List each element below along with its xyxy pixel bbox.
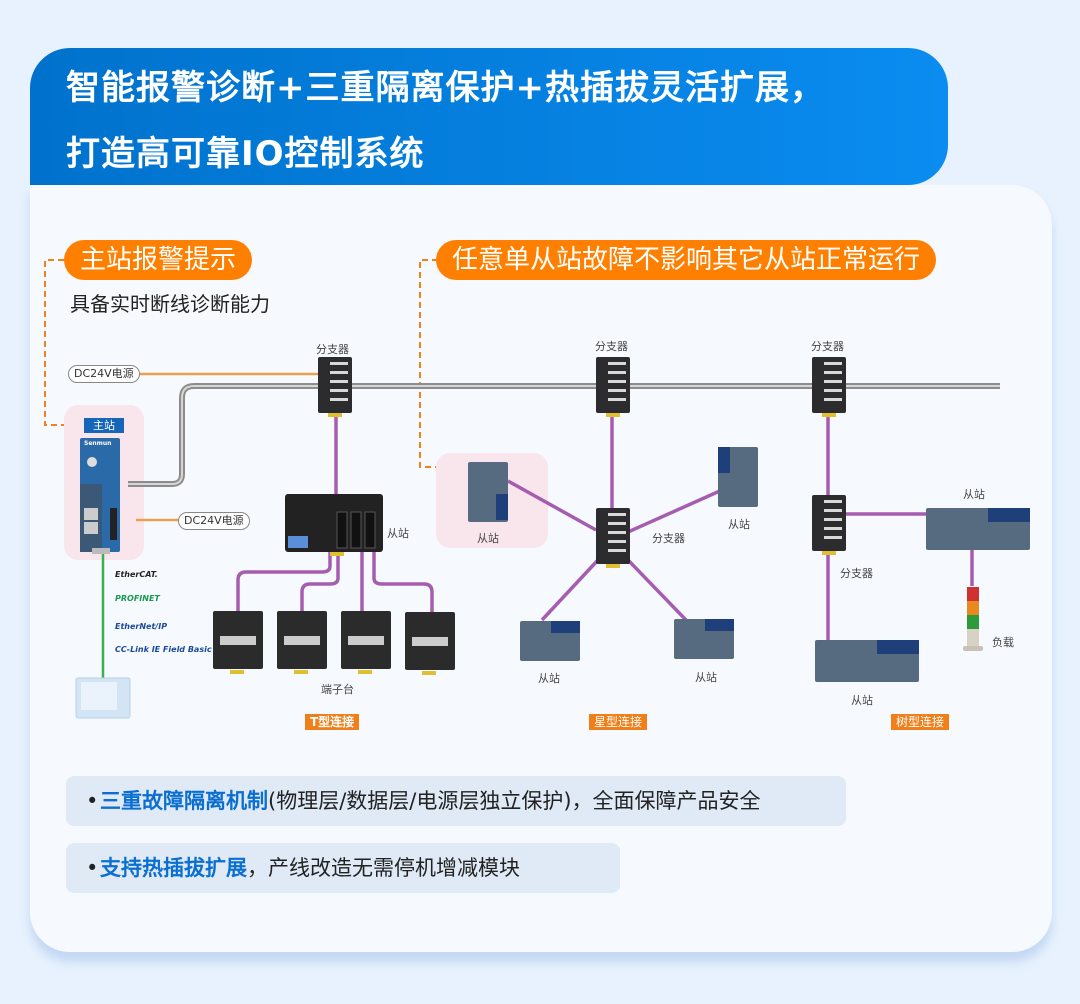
feature-highlight: 支持热插拔扩展	[100, 856, 247, 880]
star-slave-top-right	[718, 447, 758, 507]
slave-label-star-right: 从站	[695, 671, 717, 684]
t-topology-cables	[236, 412, 434, 612]
splitter-label-1: 分支器	[316, 343, 349, 356]
tree-topology-tag: 树型连接	[891, 714, 950, 730]
t-slave-device	[285, 494, 383, 556]
master-label: 主站	[84, 418, 124, 433]
terminal-block-1	[213, 611, 263, 674]
load-label: 负载	[992, 636, 1014, 649]
feature-item: •支持热插拔扩展，产线改造无需停机增减模块	[66, 843, 620, 893]
brand-logo: Senmun	[84, 440, 112, 447]
power-label-top: DC24V电源	[68, 365, 140, 383]
t-topology-tag: T型连接	[305, 714, 360, 730]
faulty-slave-device	[468, 462, 508, 522]
header-banner: 智能报警诊断+三重隔离保护+热插拔灵活扩展， 打造高可靠IO控制系统	[30, 48, 948, 185]
main-bus-cable	[128, 383, 1000, 487]
feature-highlight: 三重故障隔离机制	[100, 789, 268, 813]
terminal-block-4	[405, 612, 455, 675]
tree-slave-right	[926, 508, 1030, 550]
slave-label-tree-right: 从站	[963, 488, 985, 501]
tree-slave-bottom	[815, 640, 919, 682]
terminal-label: 端子台	[321, 683, 354, 696]
fault-isolation-callout: 任意单从站故障不影响其它从站正常运行	[436, 240, 937, 280]
profinet-logo: PROFINET	[115, 594, 160, 603]
feature-text: ，产线改造无需停机增减模块	[247, 856, 520, 880]
splitter-label-2: 分支器	[595, 340, 628, 353]
slave-label-star-top: 从站	[728, 518, 750, 531]
splitter-label-star: 分支器	[652, 532, 685, 545]
terminal-block-2	[277, 611, 327, 674]
splitter-1	[318, 357, 352, 417]
splitter-label-tree: 分支器	[840, 567, 873, 580]
title-line-1: 智能报警诊断+三重隔离保护+热插拔灵活扩展，	[66, 68, 825, 108]
ethercat-logo: EtherCAT.	[115, 570, 158, 579]
power-label-master: DC24V电源	[178, 512, 250, 530]
cclink-logo: CC-Link IE Field Basic	[115, 645, 212, 654]
slave-label-t: 从站	[387, 527, 409, 540]
master-alarm-callout: 主站报警提示	[64, 240, 253, 280]
signal-tower-light	[963, 587, 983, 651]
splitter-3	[812, 357, 846, 417]
feature-item: •三重故障隔离机制(物理层/数据层/电源层独立保护)，全面保障产品安全	[66, 776, 846, 826]
star-slave-bottom-left	[520, 621, 580, 661]
slave-label-tree-bottom: 从站	[851, 694, 873, 707]
ethernetip-logo: EtherNet/IP	[115, 622, 168, 631]
star-topology-cables	[507, 412, 723, 622]
hmi-panel	[75, 677, 131, 719]
terminal-block-3	[341, 611, 391, 674]
splitter-tree	[812, 495, 846, 555]
tree-topology-cables	[826, 412, 974, 640]
feature-text: (物理层/数据层/电源层独立保护)，全面保障产品安全	[268, 789, 761, 813]
splitter-2	[596, 357, 630, 417]
star-topology-tag: 星型连接	[589, 714, 648, 730]
bullet-icon: •	[86, 789, 99, 813]
bullet-icon: •	[86, 856, 99, 880]
master-station-device	[80, 438, 120, 554]
splitter-label-3: 分支器	[811, 340, 844, 353]
callout-leader-slave	[419, 259, 438, 468]
slave-label-faulty: 从站	[477, 532, 499, 545]
splitter-star	[596, 508, 630, 568]
slave-label-star-left: 从站	[538, 672, 560, 685]
master-alarm-description: 具备实时断线诊断能力	[70, 292, 270, 316]
title-line-2: 打造高可靠IO控制系统	[66, 134, 425, 174]
star-slave-bottom-right	[674, 619, 734, 659]
callout-leader-master	[44, 259, 64, 426]
